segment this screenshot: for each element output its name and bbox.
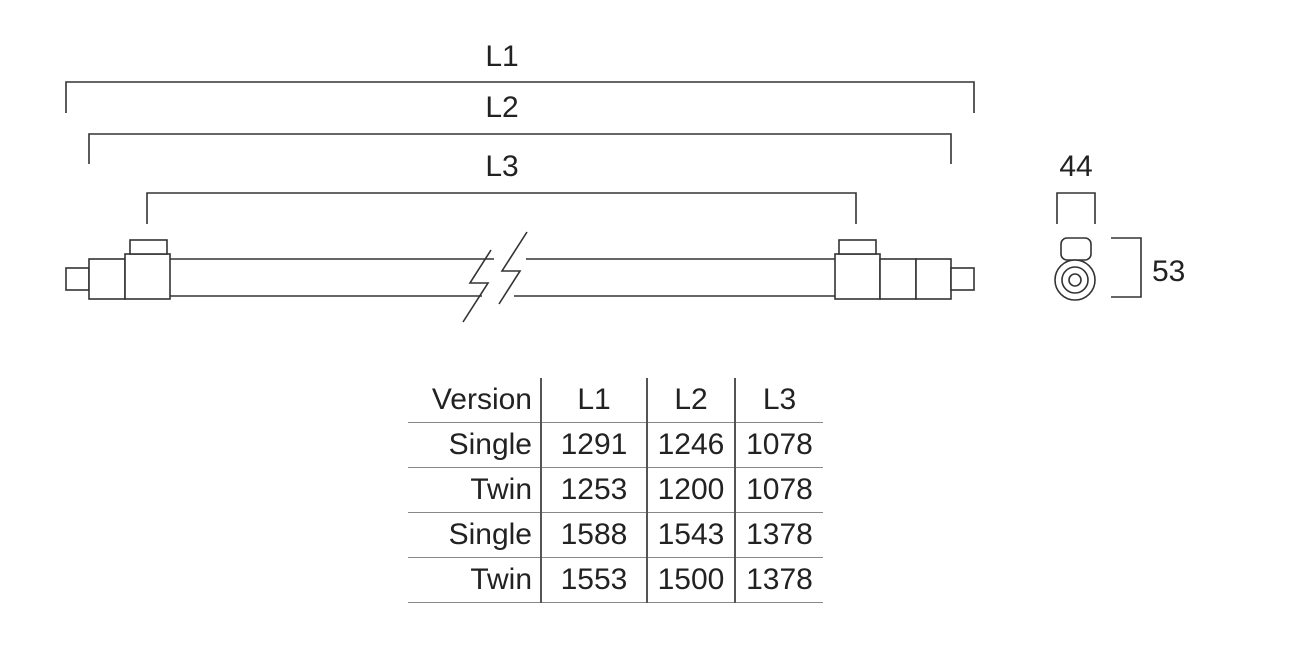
- table-header-l1: L1: [540, 378, 647, 423]
- table-cell-l2: 1246: [646, 422, 735, 468]
- right-clip-block: [834, 253, 881, 300]
- dimension-l3-label: L3: [485, 150, 518, 183]
- table-header-l3: L3: [734, 378, 823, 423]
- table-row: Twin 1553 1500 1378: [408, 557, 823, 603]
- left-clip-top: [129, 239, 168, 255]
- luminaire-end-view: 44 53: [1054, 150, 1185, 301]
- table-cell-l3: 1378: [734, 512, 823, 558]
- table-cell-l1: 1291: [540, 422, 647, 468]
- luminaire-side-view: [65, 231, 975, 323]
- table-row: Single 1291 1246 1078: [408, 422, 823, 468]
- table-row: Twin 1253 1200 1078: [408, 467, 823, 513]
- dimension-height-label: 53: [1152, 255, 1185, 288]
- table-cell-l2: 1543: [646, 512, 735, 558]
- table-cell-l1: 1553: [540, 557, 647, 603]
- table-cell-version: Single: [408, 422, 541, 468]
- dimension-l2: L2: [88, 91, 952, 164]
- dimension-table: Version L1 L2 L3 Single 1291 1246 1078 T…: [408, 378, 823, 603]
- break-mark-left: [462, 249, 492, 323]
- right-end-cap: [879, 258, 917, 300]
- dimension-l2-bracket: [88, 133, 952, 164]
- end-view-inner-ring: [1068, 273, 1082, 287]
- left-clip-block: [124, 253, 171, 300]
- table-cell-l3: 1378: [734, 557, 823, 603]
- break-mark-right: [498, 231, 528, 305]
- dimension-l1-label: L1: [485, 40, 518, 73]
- table-cell-version: Single: [408, 512, 541, 558]
- dimension-l3-bracket: [146, 192, 857, 224]
- table-cell-l3: 1078: [734, 422, 823, 468]
- table-header-l2: L2: [646, 378, 735, 423]
- table-cell-l1: 1588: [540, 512, 647, 558]
- dimension-l1: L1: [65, 40, 975, 113]
- table-header-version: Version: [431, 383, 532, 416]
- table-cell-l2: 1200: [646, 467, 735, 513]
- dimension-l2-label: L2: [485, 91, 518, 124]
- table-cell-version: Twin: [408, 557, 541, 603]
- table-cell-l1: 1253: [540, 467, 647, 513]
- table-cell-l3: 1078: [734, 467, 823, 513]
- dimension-width-label: 44: [1059, 150, 1092, 183]
- dimension-l1-bracket: [65, 81, 975, 113]
- dimension-l3: L3: [146, 150, 857, 224]
- right-clip-top: [838, 239, 877, 255]
- table-header-row: Version L1 L2 L3: [408, 378, 823, 423]
- dimension-height-bracket: [1111, 237, 1142, 298]
- right-end-pin: [950, 267, 975, 291]
- end-view-clip: [1060, 237, 1092, 261]
- table-row: Single 1588 1543 1378: [408, 512, 823, 558]
- left-end-pin: [65, 267, 90, 291]
- right-end-cap-outer: [915, 258, 952, 300]
- left-end-cap: [88, 258, 126, 300]
- table-cell-l2: 1500: [646, 557, 735, 603]
- table-cell-version: Twin: [408, 467, 541, 513]
- dimension-width-bracket: [1056, 192, 1096, 224]
